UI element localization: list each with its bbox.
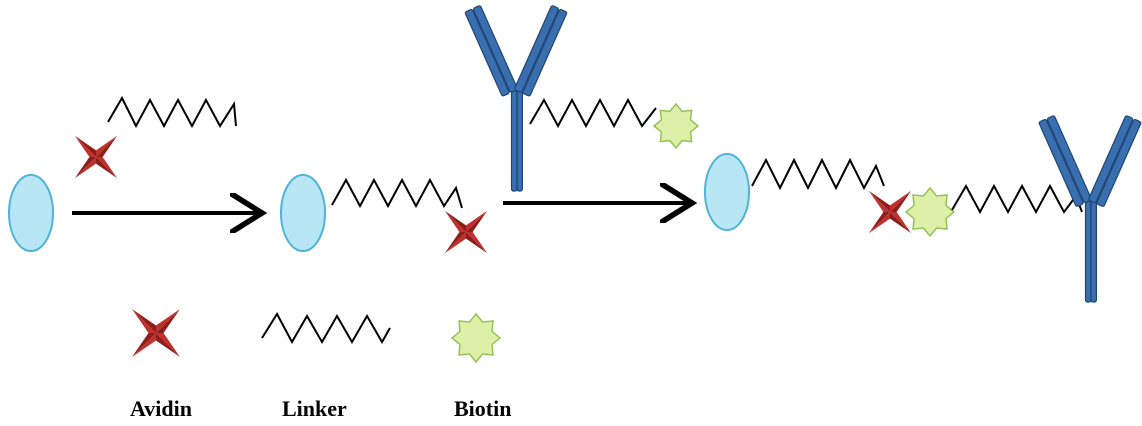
biotin-shape xyxy=(904,186,956,238)
avidin-facet xyxy=(74,157,96,179)
antibody-arm xyxy=(514,5,559,93)
biotin-shape xyxy=(450,312,502,364)
avidin-facet xyxy=(156,333,181,358)
antibody-arm xyxy=(1038,119,1084,207)
antibody-stem xyxy=(1084,200,1092,303)
avidin-facet xyxy=(444,232,466,254)
avidin-facet xyxy=(444,210,466,232)
avidin-facet xyxy=(96,135,118,157)
bead-3 xyxy=(704,153,750,231)
avidin-facet xyxy=(444,232,466,254)
legend-label-linker: Linker xyxy=(282,396,347,421)
avidin-facet xyxy=(74,135,96,157)
antibody-arm xyxy=(1096,119,1142,207)
linker-2 xyxy=(331,177,463,209)
linker-3 xyxy=(529,97,657,129)
linker-4 xyxy=(751,157,885,191)
avidin-facet xyxy=(96,157,118,179)
avidin-facet xyxy=(466,210,488,232)
avidin-facet xyxy=(131,308,156,333)
antibody-arm xyxy=(1046,115,1092,204)
avidin-facet xyxy=(466,232,488,254)
avidin-facet xyxy=(96,157,118,179)
legend-avidin-symbol xyxy=(131,308,181,358)
avidin-facet xyxy=(156,308,181,333)
legend-label-avidin: Avidin xyxy=(130,396,192,421)
avidin-facet xyxy=(96,135,118,157)
avidin-facet xyxy=(890,190,912,212)
antibody-stem xyxy=(1090,200,1097,303)
avidin-2 xyxy=(444,210,488,254)
bead-1 xyxy=(8,174,54,252)
antibody-arm xyxy=(464,8,510,97)
avidin-facet xyxy=(466,232,488,254)
legend-linker-symbol xyxy=(261,312,391,345)
avidin-facet xyxy=(890,212,912,234)
avidin-facet xyxy=(890,212,912,234)
avidin-1 xyxy=(74,135,118,179)
avidin-facet xyxy=(131,333,156,358)
legend-label-biotin: Biotin xyxy=(454,396,512,421)
linker-1 xyxy=(107,95,237,129)
legend-biotin-symbol xyxy=(450,312,502,364)
linker-5 xyxy=(951,183,1083,215)
antibody-2 xyxy=(1038,115,1142,303)
avidin-facet xyxy=(466,210,488,232)
avidin-3 xyxy=(868,190,912,234)
biotin-1 xyxy=(652,102,700,150)
avidin-facet xyxy=(868,190,890,212)
antibody-arm xyxy=(473,5,518,93)
avidin-facet xyxy=(868,190,890,212)
avidin-facet xyxy=(74,135,96,157)
avidin-facet xyxy=(890,190,912,212)
biotin-2 xyxy=(904,186,956,238)
bead-2 xyxy=(280,174,326,252)
antibody-1 xyxy=(464,5,568,192)
avidin-facet xyxy=(444,210,466,232)
avidin-facet xyxy=(74,157,96,179)
antibody-arm xyxy=(1088,115,1134,204)
avidin-facet xyxy=(868,212,890,234)
avidin-facet xyxy=(868,212,890,234)
biotin-shape xyxy=(652,102,700,150)
antibody-stem xyxy=(516,89,523,192)
antibody-stem xyxy=(510,89,518,192)
antibody-arm xyxy=(522,8,568,97)
